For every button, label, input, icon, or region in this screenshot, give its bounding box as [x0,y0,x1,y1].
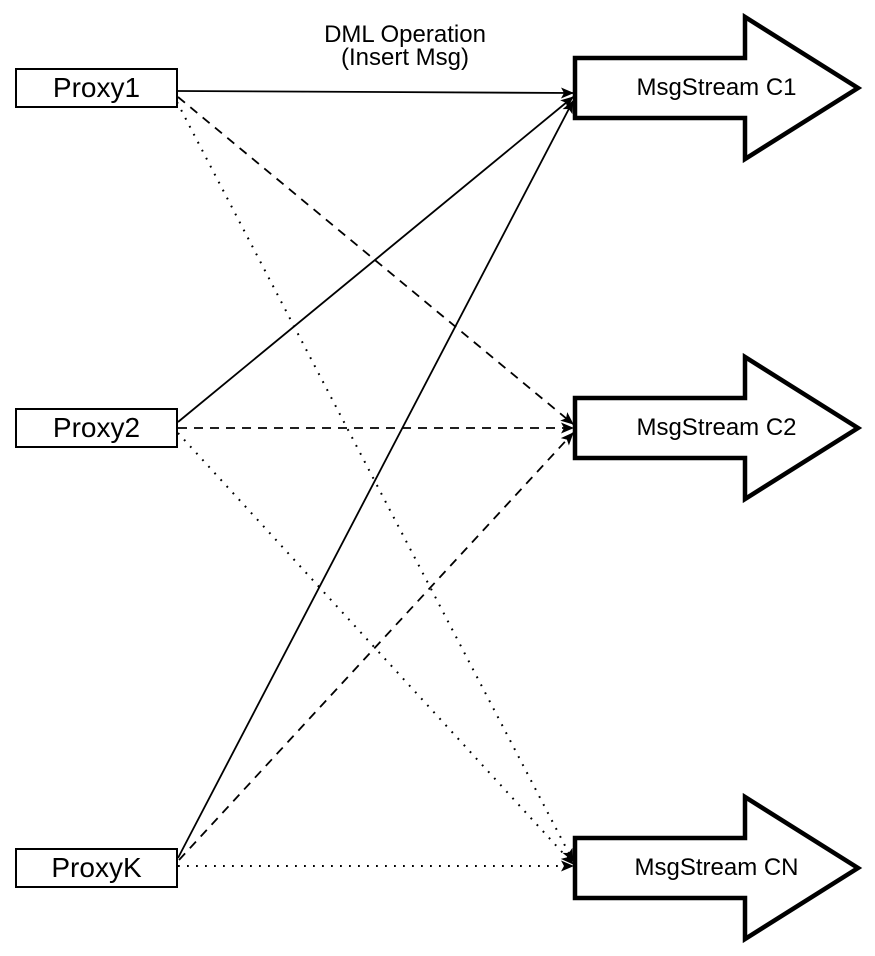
proxy2-node: Proxy2 [15,408,178,448]
edge-proxy1-to-msgstream-c1 [177,87,574,99]
stream-arrows-group [572,12,863,944]
edge-proxyk-to-msgstream-c2 [178,432,574,861]
msgstream-c2-label: MsgStream C2 [636,414,797,441]
edge-proxy1-to-msgstream-c2 [177,96,574,425]
edge-proxy2-to-msgstream-c1 [177,96,574,423]
proxyk-node: ProxyK [15,848,178,888]
msgstream-c1-label: MsgStream C1 [636,74,797,101]
edges-group [176,87,574,872]
proxy1-label: Proxy1 [52,72,141,103]
proxy1-node: Proxy1 [15,68,178,108]
proxyk-label: ProxyK [51,852,142,883]
msgstream-c2-arrow-shape [572,352,863,504]
msgstream-cn-label: MsgStream CN [634,854,799,881]
edge-proxyk-to-msgstream-c1 [177,100,574,859]
proxy2-label: Proxy2 [52,412,141,443]
msgstream-cn-arrow-shape [572,792,863,944]
dml-operation-note-line1: DML Operation [324,21,486,48]
edge-proxy2-to-msgstream-cn [177,432,574,865]
dml-operation-note-line2: (Insert Msg) [340,44,469,71]
dml-operation-note: DML Operation (Insert Msg) [280,21,530,71]
msgstream-c1-arrow-shape [572,12,863,164]
